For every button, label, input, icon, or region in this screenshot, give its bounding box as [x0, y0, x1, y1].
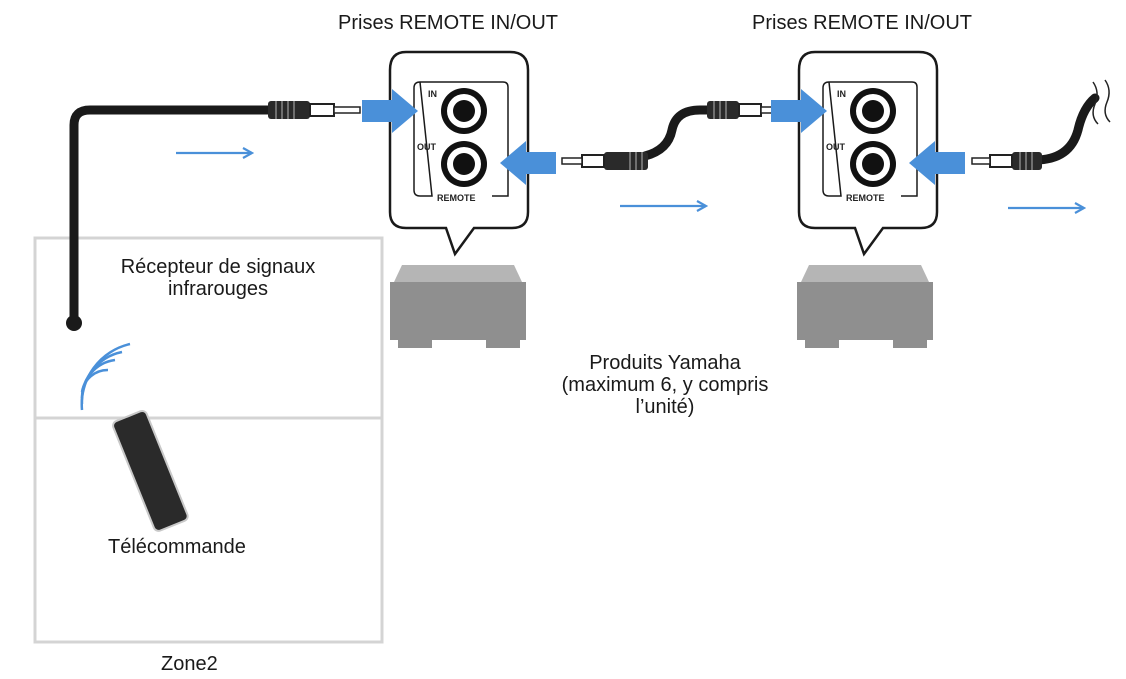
- plug-icon: [971, 152, 1042, 170]
- ir-receiver-label-line2: infrarouges: [167, 278, 269, 300]
- panel-out-label: OUT: [826, 142, 846, 152]
- remote-jack-panel-right: IN OUT REMOTE: [797, 50, 939, 257]
- panel-remote-label: REMOTE: [846, 193, 885, 203]
- plug-icon: [268, 101, 361, 119]
- remote-control-icon: [112, 409, 189, 532]
- yamaha-unit-2-icon: [797, 265, 933, 348]
- ir-receiver-cable: [66, 101, 361, 331]
- yamaha-unit-1-icon: [390, 265, 526, 348]
- signal-out-arrow-icon: [909, 141, 965, 185]
- jack-out-icon: [850, 141, 896, 187]
- plug-icon: [561, 152, 648, 170]
- signal-in-arrow-icon: [362, 89, 418, 133]
- jacks-label-right: Prises REMOTE IN/OUT: [752, 12, 973, 34]
- remote-control-label: Télécommande: [108, 536, 246, 558]
- plug-icon: [707, 101, 776, 119]
- jacks-label-left: Prises REMOTE IN/OUT: [338, 12, 559, 34]
- panel-out-label: OUT: [417, 142, 437, 152]
- link-cable: [561, 101, 776, 170]
- signal-out-arrow-icon: [500, 141, 556, 185]
- ir-signal-icon: [80, 342, 131, 411]
- signal-in-arrow-icon: [771, 89, 827, 133]
- panel-in-label: IN: [837, 89, 846, 99]
- remote-jack-panel-left: IN OUT REMOTE: [388, 50, 530, 257]
- zone-room: [33, 236, 384, 644]
- panel-in-label: IN: [428, 89, 437, 99]
- ir-receiver-label-line1: Récepteur de signaux: [120, 256, 316, 278]
- jack-in-icon: [441, 88, 487, 134]
- panel-remote-label: REMOTE: [437, 193, 476, 203]
- jack-out-icon: [441, 141, 487, 187]
- zone-label: Zone2: [161, 653, 218, 675]
- ir-receiver-dot: [66, 315, 82, 331]
- jack-in-icon: [850, 88, 896, 134]
- products-label-line3: l’unité): [635, 396, 695, 418]
- products-label-line2: (maximum 6, y compris: [561, 374, 769, 396]
- out-cable: [971, 79, 1111, 170]
- products-label-line1: Produits Yamaha: [589, 352, 741, 374]
